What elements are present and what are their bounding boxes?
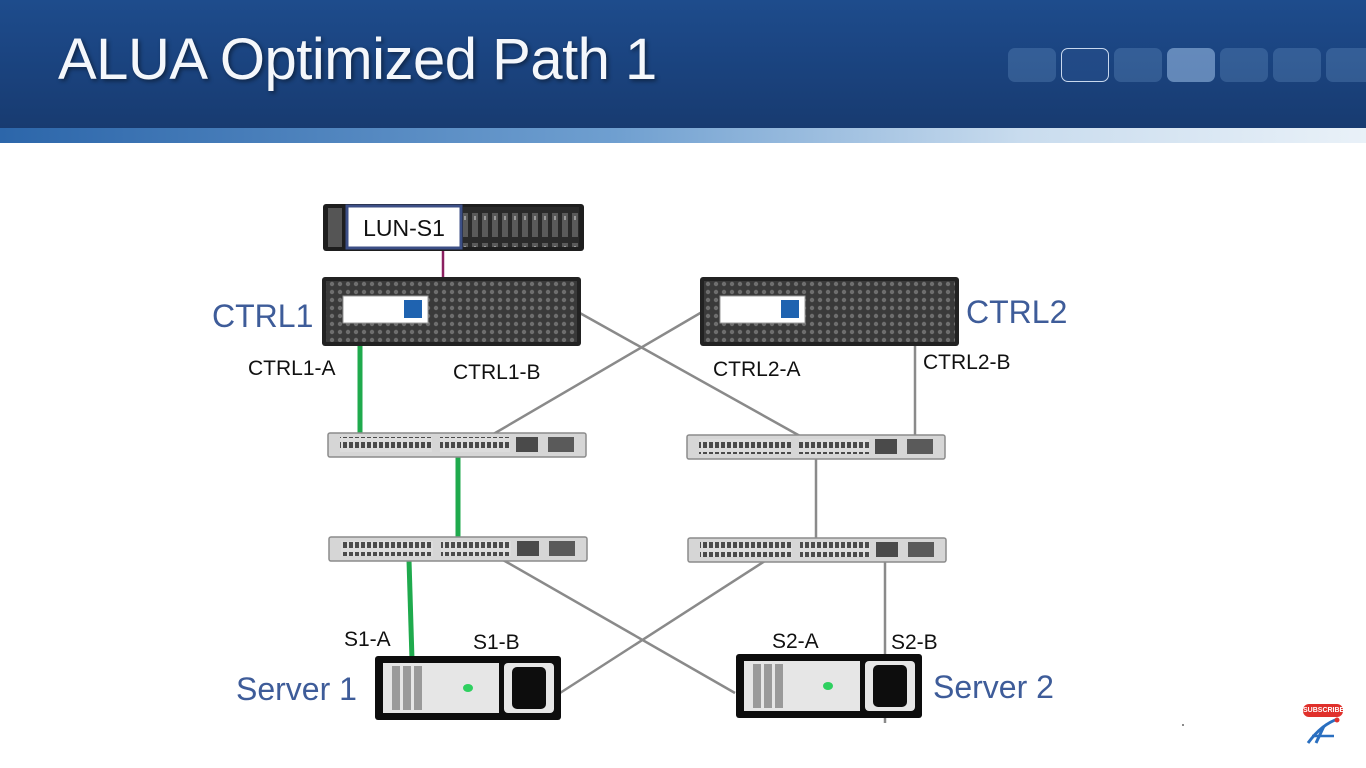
header-tile: [1167, 48, 1215, 82]
stray-dot: [1182, 724, 1184, 726]
switch-top-right: [686, 434, 946, 460]
ctrl2-port-a-label: CTRL2-A: [713, 358, 801, 381]
server1-port-b-label: S1-B: [473, 631, 520, 654]
diagram-labels: CTRL1 CTRL2 CTRL1-A CTRL1-B CTRL2-A CTRL…: [212, 294, 1067, 707]
server2-port-b-label: S2-B: [891, 631, 938, 654]
switch-bottom-left: [328, 536, 588, 562]
path-s2a: [502, 558, 736, 695]
header-tile: [1008, 48, 1056, 82]
netapp-logo-icon: [404, 300, 422, 318]
server2-name: Server 2: [933, 669, 1054, 705]
ctrl2-name: CTRL2: [966, 294, 1067, 330]
server2-port-a-label: S2-A: [772, 630, 819, 653]
path-s1b: [559, 559, 766, 695]
header-tile: [1273, 48, 1321, 82]
power-led-icon: [823, 682, 833, 690]
ctrl1-port-a-label: CTRL1-A: [248, 357, 336, 380]
optimized-path-s1a: [406, 559, 415, 661]
slide-header: ALUA Optimized Path 1: [0, 0, 1366, 143]
switch-top-left: [327, 432, 587, 458]
server-1: [375, 656, 561, 720]
ctrl1-port-b-label: CTRL1-B: [453, 361, 541, 384]
server1-name: Server 1: [236, 671, 357, 707]
lun-label: LUN-S1: [363, 215, 445, 241]
server1-port-a-label: S1-A: [344, 628, 391, 651]
header-tile: [1061, 48, 1109, 82]
connections: [357, 249, 917, 723]
ctrl1-name: CTRL1: [212, 298, 313, 334]
header-tile: [1114, 48, 1162, 82]
subscribe-badge[interactable]: SUBSCRIBE: [1303, 704, 1345, 717]
path-ctrl2a: [489, 310, 703, 438]
header-tile: [1326, 48, 1366, 82]
lun-box: [345, 204, 463, 250]
power-led-icon: [463, 684, 473, 692]
path-ctrl1b: [577, 310, 801, 438]
storage-shelf: LUN-S1: [323, 204, 584, 251]
header-gradient-strip: [0, 128, 1366, 143]
server-2: [736, 654, 922, 718]
controller-ctrl2: [700, 277, 959, 346]
alua-diagram: LUN-S1: [212, 204, 1067, 723]
subscribe-badge-label: SUBSCRIBE: [1303, 707, 1345, 714]
switch-bottom-right: [687, 537, 947, 563]
ctrl2-port-b-label: CTRL2-B: [923, 351, 1011, 374]
controller-ctrl1: [322, 277, 581, 346]
netapp-logo-icon: [781, 300, 799, 318]
header-tile: [1220, 48, 1268, 82]
slide-title: ALUA Optimized Path 1: [58, 27, 657, 92]
channel-logo-icon[interactable]: [1304, 716, 1344, 746]
